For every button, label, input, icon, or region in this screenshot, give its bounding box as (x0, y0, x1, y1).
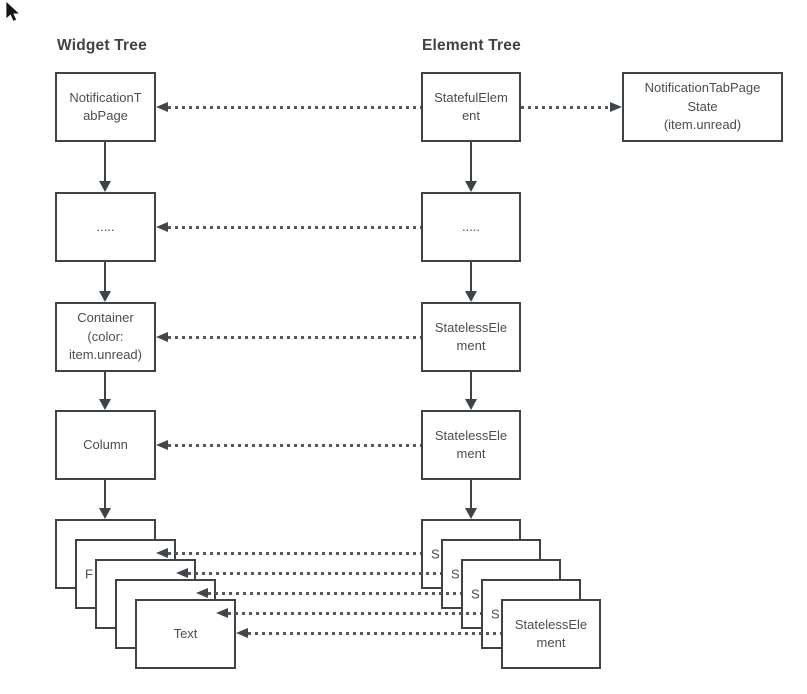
arrow-down-icon (465, 181, 477, 192)
node-label: ..... (461, 218, 481, 234)
dotted-connector-stack-5 (248, 632, 501, 635)
node-label: StatefulElem ent (434, 89, 508, 123)
widget-node-column: Column (55, 410, 156, 480)
arrow-left-icon (236, 628, 248, 638)
dotted-connector-stack-2 (188, 572, 441, 575)
arrow-down-icon (465, 508, 477, 519)
node-label: F (85, 566, 93, 582)
arrow-left-icon (156, 222, 168, 232)
dotted-connector-row-2 (168, 226, 421, 229)
node-label: ..... (96, 218, 115, 234)
arrow-left-icon (156, 548, 168, 558)
arrow-down-icon (99, 181, 111, 192)
dotted-connector-row-1 (168, 106, 421, 109)
node-label: NotificationT abPage (69, 89, 142, 123)
widget-tree-heading: Widget Tree (57, 37, 147, 54)
element-node-statelesselement-1: StatelessEle ment (421, 302, 521, 372)
arrow-down-icon (465, 399, 477, 410)
arrow-left-icon (156, 332, 168, 342)
widget-node-notificationtabpage: NotificationT abPage (55, 72, 156, 142)
widget-stack-box-text: Text (135, 599, 236, 669)
widget-arrow-line-4 (104, 480, 106, 508)
widget-arrow-line-3 (104, 372, 106, 399)
widget-arrow-line-2 (104, 262, 106, 291)
element-node-ellipsis: ..... (421, 192, 521, 262)
dotted-connector-stack-1 (168, 552, 421, 555)
arrow-left-icon (196, 588, 208, 598)
widget-arrow-line-1 (104, 142, 106, 181)
element-arrow-line-1 (470, 142, 472, 181)
arrow-left-icon (176, 568, 188, 578)
dotted-connector-stack-4 (228, 612, 481, 615)
dotted-connector-stack-3 (208, 592, 461, 595)
node-label: S (471, 586, 480, 602)
node-label: S (431, 546, 440, 562)
element-node-statefulelement: StatefulElem ent (421, 72, 521, 142)
node-label: S (491, 606, 500, 622)
node-label: StatelessEle ment (434, 319, 508, 353)
element-arrow-line-2 (470, 262, 472, 291)
node-label: StatelessEle ment (434, 427, 508, 461)
arrow-down-icon (465, 291, 477, 302)
node-label: Container (color: item.unread) (69, 310, 142, 363)
widget-node-ellipsis: ..... (55, 192, 156, 262)
element-stack-box-front: StatelessEle ment (501, 599, 601, 669)
state-node-notificationtabpagestate: NotificationTabPage State (item.unread) (622, 72, 783, 142)
element-arrow-line-4 (470, 480, 472, 508)
element-arrow-line-3 (470, 372, 472, 399)
widget-node-container: Container (color: item.unread) (55, 302, 156, 372)
arrow-down-icon (99, 291, 111, 302)
node-label: Column (83, 436, 128, 452)
dotted-connector-row-3 (168, 336, 421, 339)
dotted-connector-state (521, 106, 610, 109)
node-label: S (451, 566, 460, 582)
element-node-statelesselement-2: StatelessEle ment (421, 410, 521, 480)
arrow-left-icon (216, 608, 228, 618)
node-label: NotificationTabPage State (item.unread) (644, 80, 761, 133)
arrow-left-icon (156, 102, 168, 112)
arrow-down-icon (99, 399, 111, 410)
arrow-down-icon (99, 508, 111, 519)
element-tree-heading: Element Tree (422, 37, 521, 54)
arrow-left-icon (156, 440, 168, 450)
node-label: StatelessEle ment (514, 616, 588, 650)
arrow-right-icon (610, 102, 622, 112)
mouse-pointer-icon (6, 2, 19, 21)
dotted-connector-row-4 (168, 444, 421, 447)
node-label: Text (173, 625, 198, 641)
